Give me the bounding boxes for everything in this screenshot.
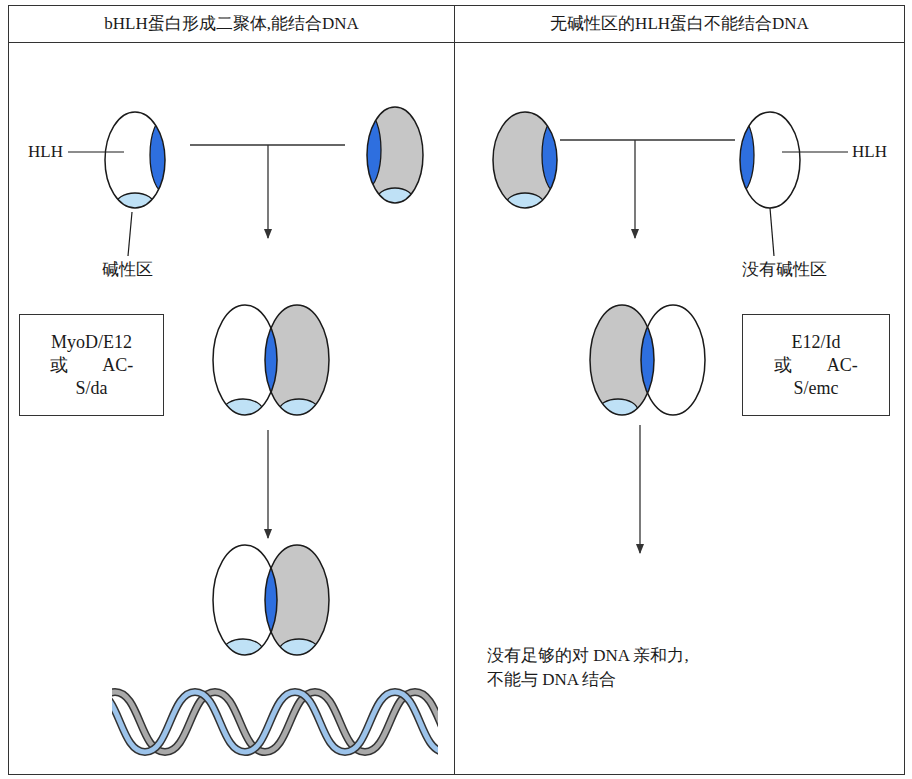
hlh-dimer	[590, 305, 705, 423]
annotation-label: HLH	[852, 140, 887, 164]
complex-name: MyoD/E12 或 AC-S/da	[44, 331, 139, 400]
bhlh-monomer	[353, 107, 423, 214]
annotation-label: 没有碱性区	[742, 258, 827, 282]
annotation-label: 没有足够的对 DNA 亲和力, 不能与 DNA 结合	[487, 644, 702, 692]
dna-helix	[112, 692, 438, 752]
leader-line	[770, 152, 848, 256]
annotation-label: HLH	[28, 140, 63, 164]
leader-line	[68, 152, 132, 256]
merge-arrow	[190, 145, 345, 538]
complex-box: E12/Id 或 AC-S/emc	[742, 314, 890, 416]
bhlh-monomer	[493, 112, 572, 219]
panel-heading: 无碱性区的HLH蛋白不能结合DNA	[455, 6, 904, 43]
bhlh-dimer	[213, 545, 329, 663]
hlh-monomer	[726, 112, 800, 208]
annotation-label: 碱性区	[102, 258, 153, 282]
bhlh-dimer	[213, 305, 329, 423]
panel: bHLH蛋白形成二聚体,能结合DNA MyoD/E12 或 AC-S/da	[8, 5, 455, 775]
merge-arrow	[560, 140, 735, 553]
panel-heading: bHLH蛋白形成二聚体,能结合DNA	[9, 6, 454, 43]
complex-box: MyoD/E12 或 AC-S/da	[19, 314, 164, 416]
bhlh-monomer	[105, 112, 180, 219]
complex-name: E12/Id 或 AC-S/emc	[769, 331, 864, 400]
